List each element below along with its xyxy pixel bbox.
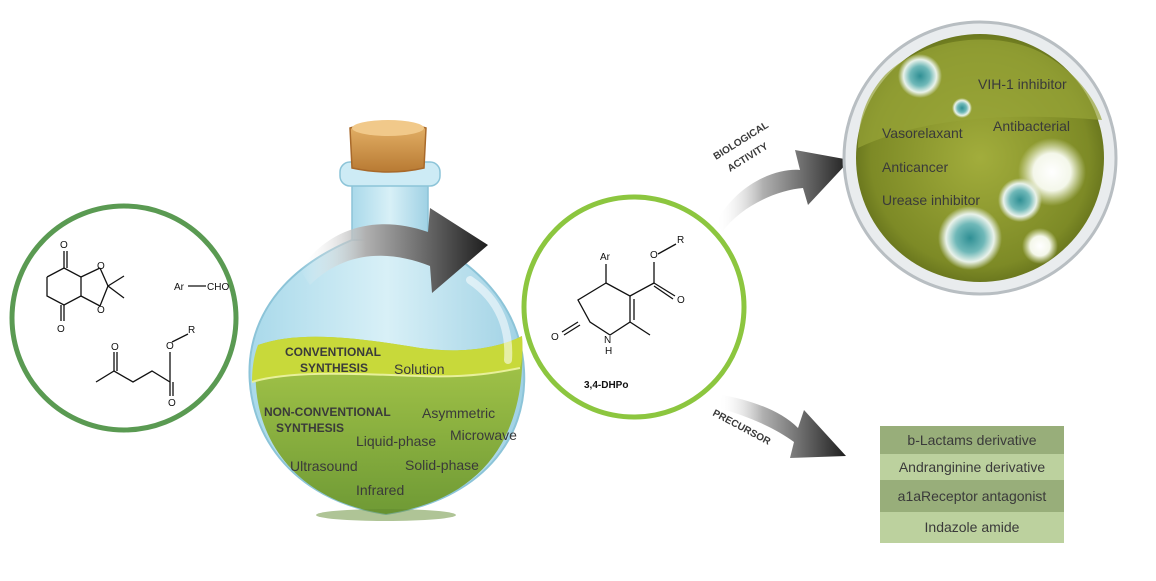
activity-vih: VIH-1 inhibitor <box>978 76 1067 92</box>
product-h-label: H <box>605 346 612 357</box>
meldrum-o-ring1: O <box>97 261 105 272</box>
precursor-item: a1aReceptor antagonist <box>898 488 1047 504</box>
colony-2 <box>952 98 972 118</box>
reagents-panel: O O O O Ar CHO O O O R <box>9 203 239 433</box>
cork-top <box>352 120 424 136</box>
precursor-box-3 <box>880 480 1064 512</box>
ketoester-structure <box>95 333 189 396</box>
liquid-phase-label: Liquid-phase <box>356 433 436 449</box>
band-divider <box>251 367 521 383</box>
microwave-label: Microwave <box>450 427 517 443</box>
ketoester-o-ketone: O <box>111 342 119 353</box>
glass-highlight <box>466 276 513 364</box>
meldrum-o-top: O <box>60 240 68 251</box>
meldrum-o-ring2: O <box>97 305 105 316</box>
precursor-box-4 <box>880 512 1064 543</box>
ketoester-o-carbonyl: O <box>168 398 176 409</box>
flask-liquid <box>255 336 523 514</box>
colony-5 <box>938 206 1002 270</box>
ketoester-o-ester: O <box>166 341 174 352</box>
product-r-label: R <box>677 235 684 246</box>
ketoester-r-label: R <box>188 325 195 336</box>
precursor-arrow: PRECURSOR <box>711 395 846 458</box>
product-n-label: N <box>604 335 611 346</box>
activity-antibacterial: Antibacterial <box>993 118 1070 134</box>
aldehyde-ar-label: Ar <box>174 282 185 293</box>
precursor-box-2 <box>880 454 1064 480</box>
conventional-label-1: CONVENTIONAL <box>285 345 381 359</box>
dhpo-structure <box>561 243 677 336</box>
nonconventional-label-2: SYNTHESIS <box>276 421 344 435</box>
precursor-item: Indazole amide <box>925 519 1020 535</box>
colony-1 <box>898 54 942 98</box>
biological-arrow: BIOLOGICAL ACTIVITY <box>712 120 850 232</box>
activity-vasorelaxant: Vasorelaxant <box>882 125 963 141</box>
aldehyde-structure: Ar CHO <box>174 282 229 293</box>
conventional-band <box>252 336 523 382</box>
product-name: 3,4-DHPo <box>584 380 628 391</box>
precursor-item: Andranginine derivative <box>899 459 1046 475</box>
solution-label: Solution <box>394 361 445 377</box>
asymmetric-label: Asymmetric <box>422 405 495 421</box>
product-o-ester: O <box>650 250 658 261</box>
colony-4 <box>998 178 1042 222</box>
meldrum-o-bottom: O <box>57 324 65 335</box>
petri-dish: VIH-1 inhibitor Vasorelaxant Antibacteri… <box>842 20 1118 296</box>
conventional-label-2: SYNTHESIS <box>300 361 368 375</box>
product-ar-label: Ar <box>600 252 611 263</box>
activity-anticancer: Anticancer <box>882 159 948 175</box>
precursor-box-1 <box>880 426 1064 454</box>
infrared-label: Infrared <box>356 482 404 498</box>
product-panel: Ar O R O O N H 3,4-DHPo <box>521 194 747 420</box>
precursor-item: b-Lactams derivative <box>907 432 1036 448</box>
activity-urease: Urease inhibitor <box>882 192 980 208</box>
product-o-carbonyl: O <box>677 295 685 306</box>
product-o-lactam: O <box>551 332 559 343</box>
ultrasound-label: Ultrasound <box>290 458 358 474</box>
nonconventional-label-1: NON-CONVENTIONAL <box>264 405 391 419</box>
reagents-circle <box>9 203 239 433</box>
precursor-list: b-Lactams derivative Andranginine deriva… <box>880 426 1064 543</box>
flask-shadow <box>316 509 456 521</box>
flask: CONVENTIONAL SYNTHESIS Solution NON-CONV… <box>248 120 526 521</box>
solid-phase-label: Solid-phase <box>405 457 479 473</box>
synthesis-arrow <box>300 208 488 293</box>
meldrums-acid-structure <box>46 251 125 321</box>
aldehyde-cho-label: CHO <box>207 282 229 293</box>
colony-6 <box>1022 228 1058 264</box>
